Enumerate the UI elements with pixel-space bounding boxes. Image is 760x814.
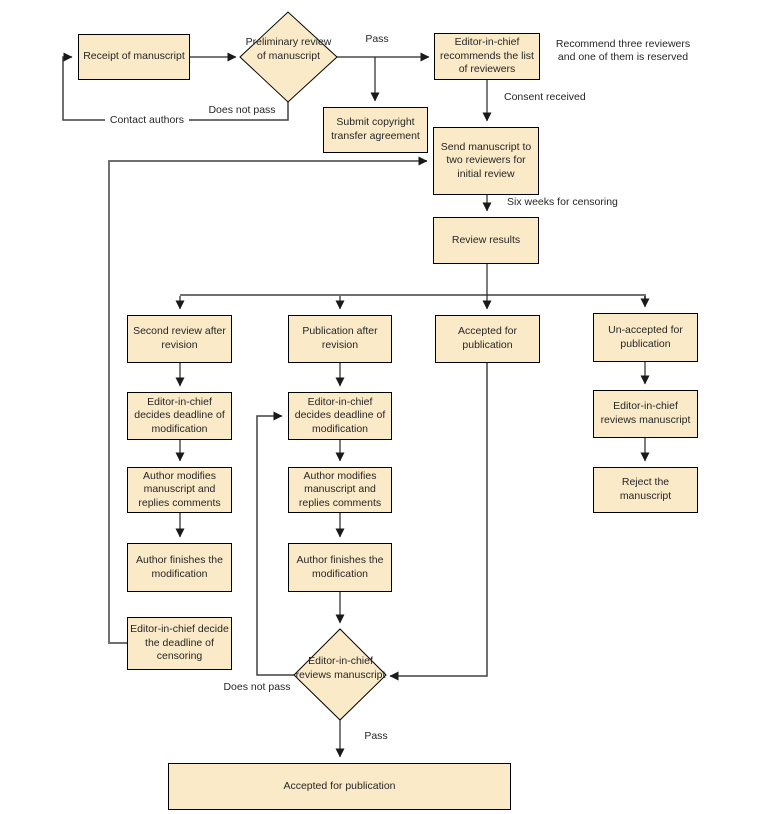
connector-decision-does-not-pass-loop <box>256 411 294 676</box>
label-contact-authors: Contact authors <box>105 114 189 127</box>
label-pass-top: Pass <box>365 33 389 45</box>
node-second-review-after-revision: Second review after revision <box>127 315 232 363</box>
node-mid-author-finishes: Author finishes the modification <box>288 543 392 592</box>
node-unaccepted-for-publication: Un-accepted for publication <box>593 313 698 362</box>
node-preliminary-review-diamond-label: Preliminary review of manuscript <box>245 36 332 62</box>
connector-branch-distribution <box>180 294 646 300</box>
label-consent-received: Consent received <box>504 91 586 103</box>
node-publication-after-revision: Publication after revision <box>288 315 392 363</box>
node-submit-copyright-agreement: Submit copyright transfer agreement <box>323 107 428 153</box>
label-six-weeks-censoring: Six weeks for censoring <box>507 196 618 208</box>
node-mid-author-modifies: Author modifies manuscript and replies c… <box>288 467 392 513</box>
node-editor-review-diamond-label: Editor-in-chief reviews manuscript <box>295 655 386 681</box>
node-right-editor-reviews: Editor-in-chief reviews manuscript <box>593 390 698 438</box>
label-recommend-note-line1: Recommend three reviewers <box>555 38 691 50</box>
label-does-not-pass-top: Does not pass <box>208 104 276 116</box>
node-final-accepted-for-publication: Accepted for publication <box>168 763 511 810</box>
node-mid-deadline-of-modification: Editor-in-chief decides deadline of modi… <box>288 392 392 440</box>
node-left-author-modifies: Author modifies manuscript and replies c… <box>127 467 232 513</box>
node-left-deadline-of-modification: Editor-in-chief decides deadline of modi… <box>127 392 232 440</box>
node-left-author-finishes: Author finishes the modification <box>127 543 232 592</box>
label-pass-bottom: Pass <box>364 730 388 742</box>
node-editor-recommends-reviewers: Editor-in-chief recommends the list of r… <box>434 33 540 80</box>
node-receipt-of-manuscript: Receipt of manuscript <box>78 34 190 80</box>
connector-accepted-to-decision <box>389 363 488 681</box>
node-reject-manuscript: Reject the manuscript <box>593 467 698 513</box>
node-send-manuscript-to-reviewers: Send manuscript to two reviewers for ini… <box>433 127 539 195</box>
node-accepted-for-publication-branch: Accepted for publication <box>435 315 540 363</box>
node-left-deadline-of-censoring: Editor-in-chief decide the deadline of c… <box>127 617 232 670</box>
node-review-results: Review results <box>433 217 539 264</box>
label-does-not-pass-bottom: Does not pass <box>223 681 291 693</box>
connector-does-not-pass-loop <box>62 52 289 121</box>
editor-review-diamond-shape <box>293 628 387 721</box>
preliminary-review-diamond-shape <box>239 11 338 103</box>
label-recommend-note-line2: and one of them is reserved <box>557 51 689 64</box>
connector-censoring-feedback <box>108 156 428 644</box>
label-recommend-note: Recommend three reviewers and one of the… <box>543 38 703 64</box>
